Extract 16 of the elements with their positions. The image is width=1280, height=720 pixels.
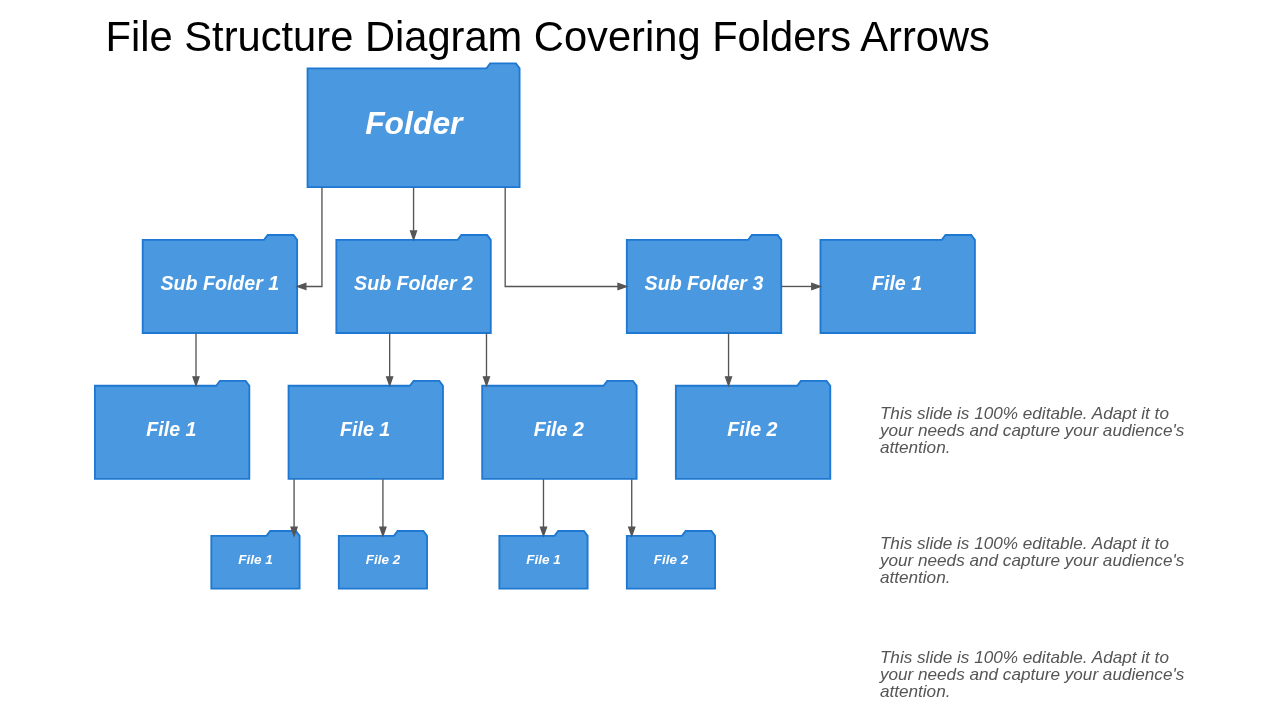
arrow — [627, 478, 636, 538]
arrow — [724, 332, 733, 388]
arrow — [539, 478, 548, 538]
arrow — [409, 186, 418, 242]
arrow — [385, 332, 394, 388]
arrow — [781, 282, 823, 291]
label: This slide is 100% editable. Adapt it to your needs and capture your audience's attention. — [879, 403, 1185, 458]
arrow — [290, 478, 299, 538]
arrow — [295, 186, 323, 291]
arrow — [504, 186, 629, 291]
arrow — [482, 332, 491, 388]
label: This slide is 100% editable. Adapt it to your needs and capture your audience's attention. — [879, 646, 1185, 702]
diagram-title: File Structure Diagram Covering Folders Arrows — [105, 13, 990, 61]
label: This slide is 100% editable. Adapt it to your needs and capture your audience's attention. — [879, 532, 1185, 588]
arrow — [192, 332, 200, 388]
arrow — [378, 478, 387, 538]
